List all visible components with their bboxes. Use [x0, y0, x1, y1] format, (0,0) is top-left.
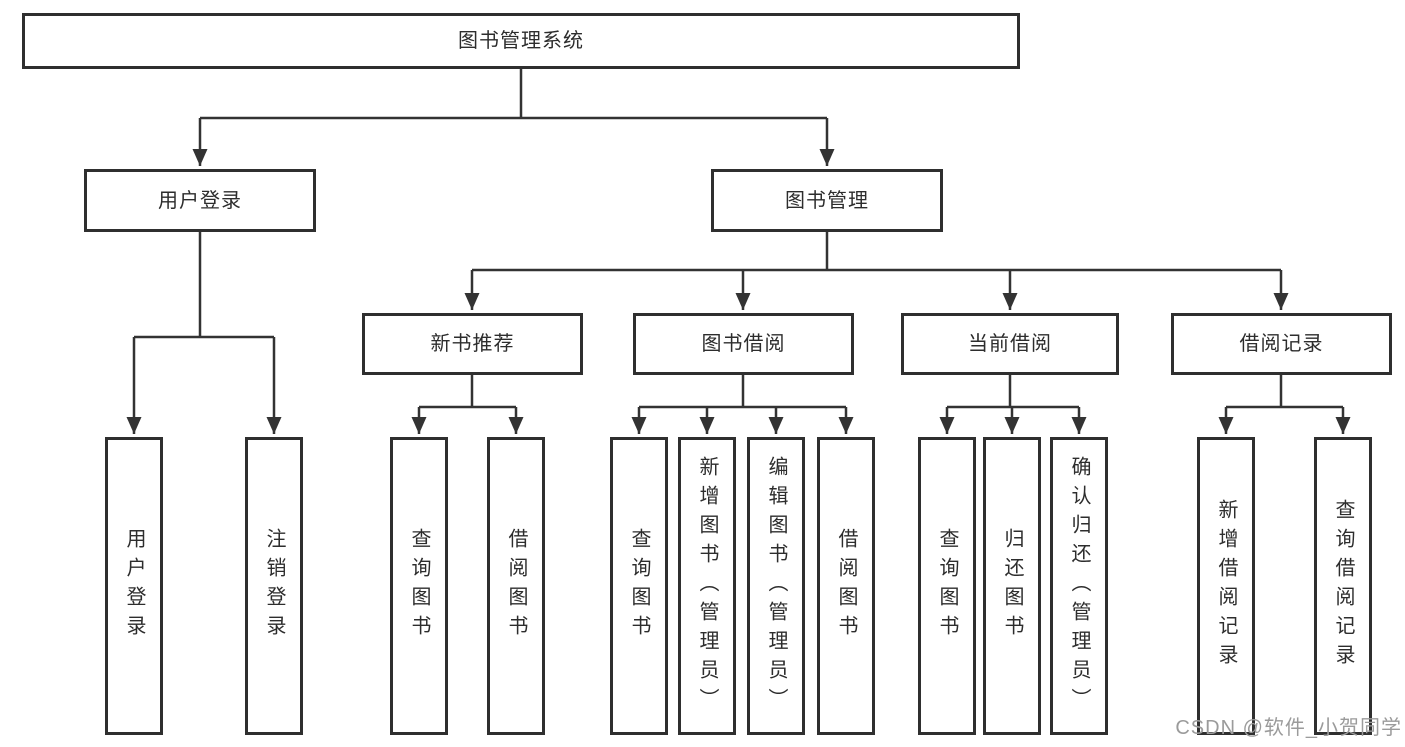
leaf-query-books: 查询图书 [390, 437, 448, 735]
leaf-logout: 注销登录 [245, 437, 303, 735]
leaf-confirm-return-admin: 确认归还（管理员） [1050, 437, 1108, 735]
leaf-add-borrow-record: 新增借阅记录 [1197, 437, 1255, 735]
leaf-query-books: 查询图书 [610, 437, 668, 735]
node-user-login: 用户登录 [84, 169, 316, 232]
csdn-watermark: CSDN @软件_小贺同学 [1175, 717, 1402, 739]
leaf-user-login: 用户登录 [105, 437, 163, 735]
node-book-management: 图书管理 [711, 169, 943, 232]
node-book-borrow: 图书借阅 [633, 313, 854, 375]
leaf-borrow-books: 借阅图书 [487, 437, 545, 735]
node-library-management-system: 图书管理系统 [22, 13, 1020, 69]
leaf-borrow-books: 借阅图书 [817, 437, 875, 735]
leaf-query-books: 查询图书 [918, 437, 976, 735]
leaf-add-books-admin: 新增图书（管理员） [678, 437, 736, 735]
leaf-return-books: 归还图书 [983, 437, 1041, 735]
leaf-query-borrow-record: 查询借阅记录 [1314, 437, 1372, 735]
node-new-book-recommend: 新书推荐 [362, 313, 583, 375]
leaf-edit-books-admin: 编辑图书（管理员） [747, 437, 805, 735]
node-borrow-records: 借阅记录 [1171, 313, 1392, 375]
node-current-borrow: 当前借阅 [901, 313, 1119, 375]
